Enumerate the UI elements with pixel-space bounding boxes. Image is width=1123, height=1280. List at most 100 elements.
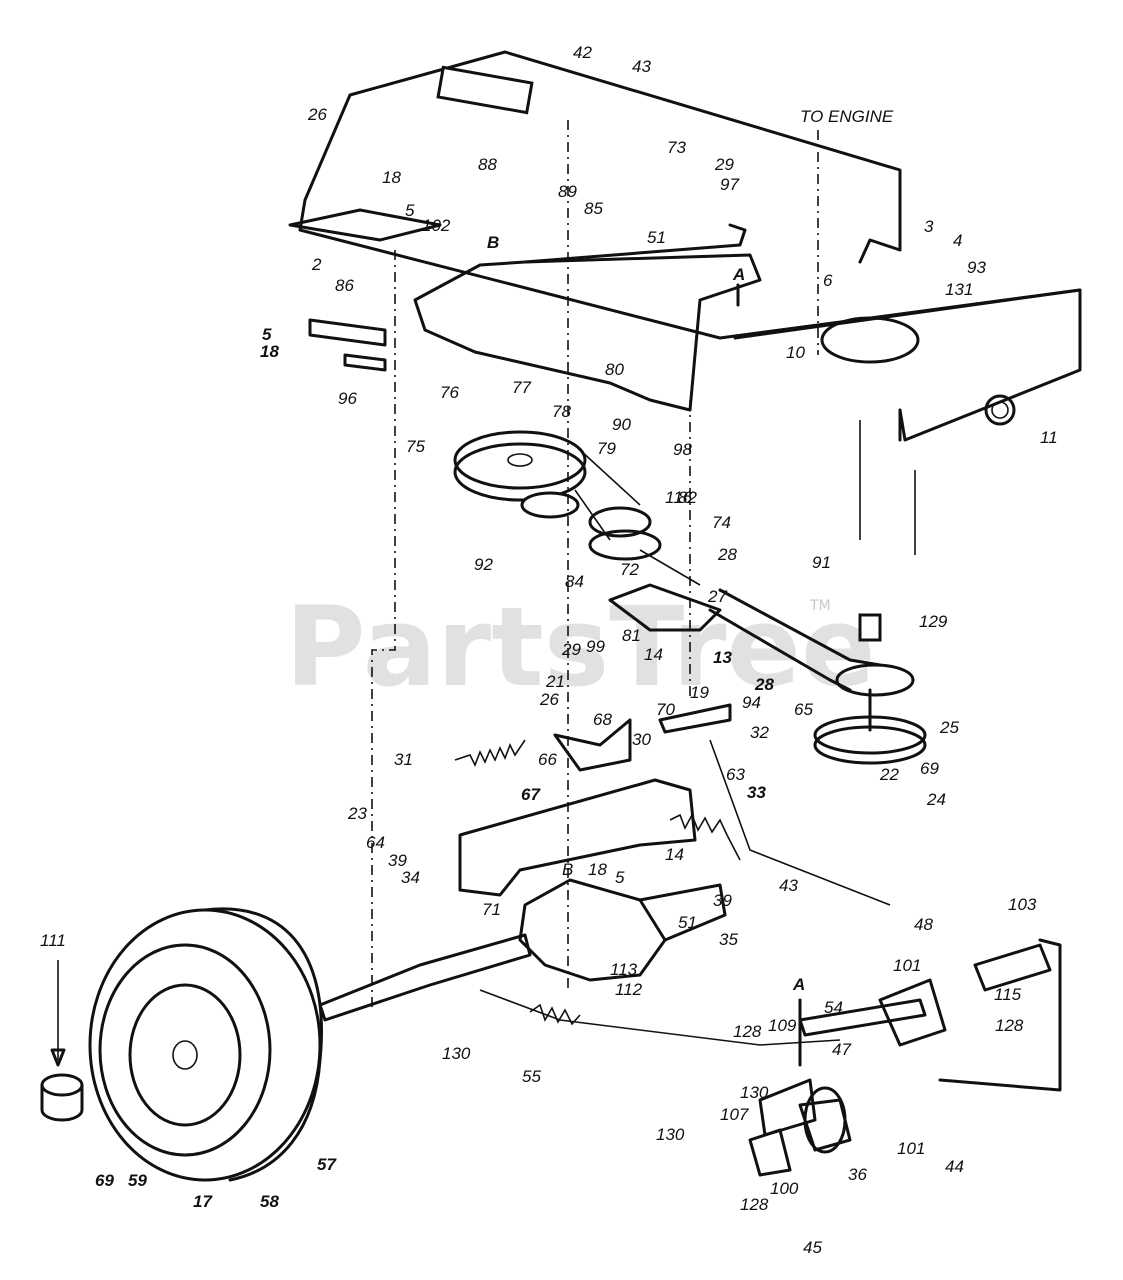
part-callout-111: 111	[40, 931, 66, 950]
part-callout-85: 85	[584, 199, 603, 218]
part-callout-72: 72	[620, 560, 639, 579]
cable-19	[859, 420, 916, 555]
part-callout-35: 35	[719, 930, 738, 949]
part-callout-76: 76	[440, 383, 459, 402]
part-callout-94: 94	[742, 693, 761, 712]
to-engine-label: TO ENGINE	[800, 107, 894, 126]
part-callout-63: 63	[726, 765, 745, 784]
part-callout-26: 26	[539, 690, 559, 709]
part-callout-75: 75	[406, 437, 425, 456]
idler-bracket-84	[608, 583, 722, 632]
part-callout-43: 43	[632, 57, 651, 76]
part-callout-45: 45	[803, 1238, 822, 1257]
part-callout-18: 18	[588, 860, 607, 879]
part-callout-22: 22	[879, 765, 899, 784]
part-callout-11: 11	[1040, 428, 1058, 447]
part-callout-112: 112	[615, 980, 643, 999]
part-callout-55: 55	[522, 1067, 541, 1086]
part-callout-128: 128	[740, 1195, 769, 1214]
part-callout-70: 70	[656, 700, 675, 719]
part-callout-69: 69	[920, 759, 939, 778]
part-callout-18: 18	[382, 168, 401, 187]
part-callout-59: 59	[128, 1171, 147, 1190]
part-callout-3: 3	[924, 217, 934, 236]
part-callout-30: 30	[632, 730, 651, 749]
bracket-67	[658, 703, 732, 734]
part-callout-14: 14	[665, 845, 684, 864]
part-callout-101: 101	[893, 956, 921, 975]
spacer-91	[858, 613, 882, 642]
footrest-plate	[413, 223, 762, 412]
part-callout-97: 97	[720, 175, 739, 194]
bracket-2	[288, 208, 442, 242]
part-callout-19: 19	[690, 683, 709, 702]
spring-66	[454, 739, 526, 767]
belt-25	[708, 588, 915, 697]
part-callout-48: 48	[914, 915, 933, 934]
part-callout-51: 51	[647, 228, 666, 247]
part-callout-91: 91	[812, 553, 831, 572]
spring-34	[669, 813, 741, 861]
part-callout-84: 84	[565, 572, 584, 591]
pulley-82	[588, 506, 652, 538]
part-callout-17: 17	[193, 1192, 213, 1211]
part-callout-6: 6	[823, 271, 833, 290]
part-callout-71: 71	[482, 900, 501, 919]
part-callout-98: 98	[673, 440, 692, 459]
part-callout-5: 5	[262, 325, 272, 344]
part-callout-67: 67	[521, 785, 541, 804]
part-callout-86: 86	[335, 276, 354, 295]
pulley-116	[588, 529, 662, 561]
section-b-label-top: B	[487, 233, 499, 252]
part-callout-81: 81	[622, 626, 641, 645]
part-callout-130: 130	[656, 1125, 685, 1144]
plate-96	[343, 353, 387, 372]
part-callout-92: 92	[474, 555, 493, 574]
part-callout-18: 18	[260, 342, 279, 361]
part-callout-131: 131	[945, 280, 973, 299]
pedal-48	[938, 938, 1062, 1092]
part-callout-90: 90	[612, 415, 631, 434]
idler-pulley-74	[520, 491, 580, 519]
part-callout-21: 21	[545, 672, 565, 691]
part-callout-29: 29	[561, 640, 581, 659]
part-callout-115: 115	[994, 985, 1022, 1004]
part-callout-116: 116	[665, 488, 693, 507]
part-callout-31: 31	[394, 750, 413, 769]
part-callout-5: 5	[405, 201, 415, 220]
bracket-86	[308, 318, 387, 347]
part-callout-88: 88	[478, 155, 497, 174]
watermark-text: PartsTree	[285, 583, 876, 711]
part-callout-99: 99	[586, 637, 605, 656]
transmission-mount-plate-33	[458, 778, 697, 897]
pulley-75	[453, 430, 587, 502]
part-callout-57: 57	[317, 1155, 337, 1174]
rod-71	[709, 739, 891, 906]
alignment-line-1	[371, 250, 396, 1010]
part-callout-39: 39	[388, 851, 407, 870]
svg-text:A: A	[792, 975, 805, 994]
part-callout-74: 74	[712, 513, 731, 532]
lever-bracket-30	[553, 718, 632, 772]
hub-cap-103	[40, 960, 84, 1122]
spring-54	[529, 1003, 581, 1026]
part-callout-77: 77	[512, 378, 531, 397]
part-callout-28: 28	[717, 545, 737, 564]
part-callout-65: 65	[794, 700, 813, 719]
part-callout-93: 93	[967, 258, 986, 277]
part-callout-14: 14	[644, 645, 663, 664]
frame-body-panel	[298, 50, 1082, 442]
part-callout-79: 79	[597, 439, 616, 458]
part-callout-44: 44	[945, 1157, 964, 1176]
part-callout-128: 128	[995, 1016, 1024, 1035]
part-callout-82: 82	[678, 488, 697, 507]
part-callout-68: 68	[593, 710, 612, 729]
callout-layer: 2642437329971851028889855134931316101128…	[40, 43, 1058, 1257]
svg-text:A: A	[732, 265, 745, 284]
part-callout-73: 73	[667, 138, 686, 157]
part-callout-80: 80	[605, 360, 624, 379]
section-a-marker-bottom: A	[792, 975, 805, 1067]
part-callout-24: 24	[926, 790, 946, 809]
part-callout-2: 2	[311, 255, 322, 274]
